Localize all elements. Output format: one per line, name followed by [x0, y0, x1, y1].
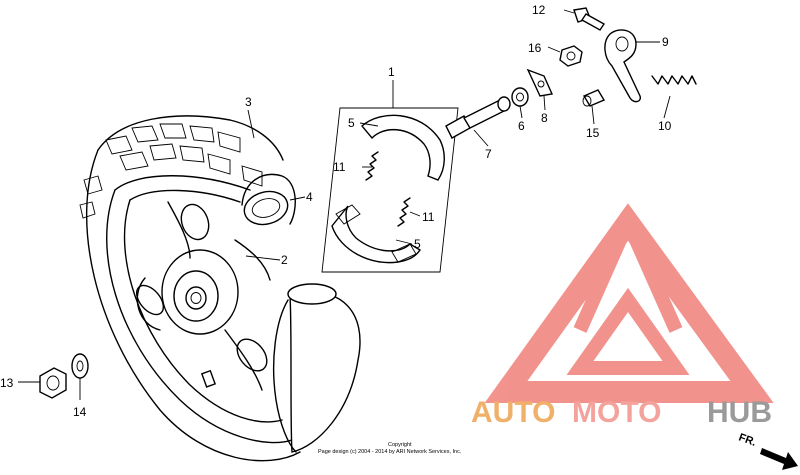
direction-arrow-icon	[760, 448, 798, 470]
callout-part-12: 12	[532, 3, 546, 17]
tire-tread	[79, 123, 263, 219]
callout-part-10: 10	[658, 119, 672, 133]
callout-part-11-lower: 11	[422, 210, 435, 224]
callout-part-3: 3	[245, 95, 252, 109]
callout-part-8: 8	[541, 111, 548, 125]
leader-lines	[18, 9, 671, 400]
copyright-title: Copyright	[388, 442, 412, 448]
brake-shoe-group	[321, 107, 459, 273]
callout-part-4: 4	[306, 190, 313, 204]
callout-part-7: 7	[485, 147, 492, 161]
watermark-text-auto: AUTO	[471, 396, 555, 429]
watermark-text-hub: HUB	[707, 396, 772, 429]
callout-part-15: 15	[586, 126, 600, 140]
logo-inner-triangle-icon	[566, 287, 690, 375]
wheel-assembly	[79, 115, 361, 462]
callout-part-5-lower: 5	[414, 237, 421, 251]
watermark-text-moto: MOTO	[572, 396, 661, 429]
copyright-line: Page design (c) 2004 - 2014 by ARI Netwo…	[318, 449, 462, 455]
callout-part-13: 13	[0, 376, 14, 390]
callout-part-2: 2	[281, 253, 288, 267]
logo-triangle-icon	[484, 203, 774, 403]
callout-part-1: 1	[388, 65, 395, 79]
callout-part-5-upper: 5	[348, 116, 355, 130]
spring-icon	[397, 197, 411, 227]
callout-part-9: 9	[662, 35, 669, 49]
axle-nut-washer	[39, 353, 89, 399]
brake-cam-parts	[445, 7, 697, 139]
spring-icon	[365, 151, 379, 181]
callout-part-14: 14	[73, 405, 87, 419]
callout-part-11-upper: 11	[333, 160, 346, 174]
front-direction-indicator: FR.	[737, 432, 798, 470]
callout-part-16: 16	[528, 41, 542, 55]
watermark-logo	[484, 203, 774, 403]
callout-part-6: 6	[518, 119, 525, 133]
front-direction-label: FR.	[737, 432, 758, 449]
